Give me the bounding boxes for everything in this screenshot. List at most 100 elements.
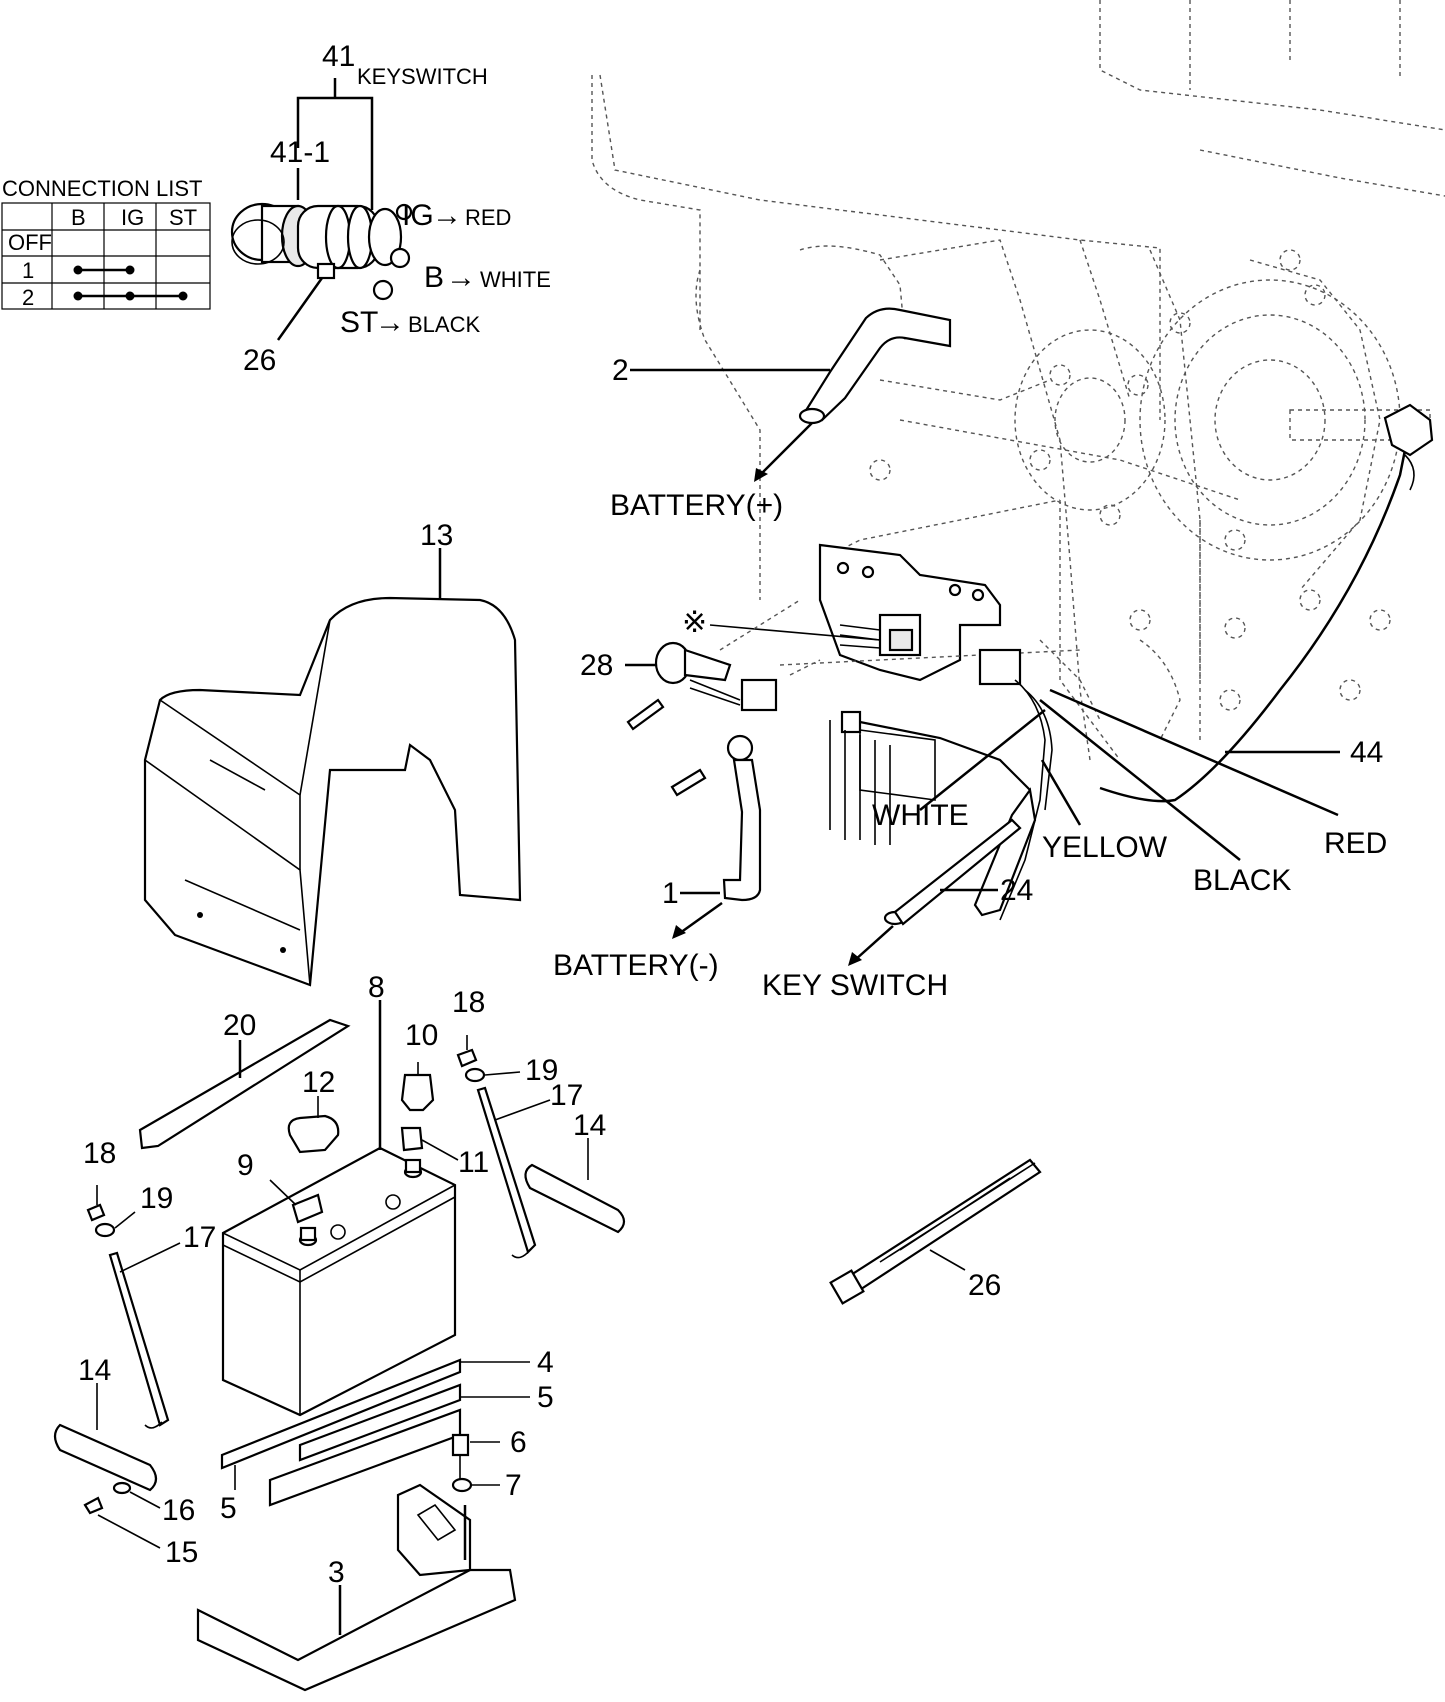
callout-14-left: 14 xyxy=(78,1354,111,1387)
part-7 xyxy=(451,1477,473,1493)
keyswitch-group: 41 KEYSWITCH 41-1 26 IG → RED B → WHITE xyxy=(230,40,551,377)
battery-minus-label: BATTERY(-) xyxy=(553,949,719,982)
part-3 xyxy=(196,1568,517,1692)
callout-17-left: 17 xyxy=(183,1221,216,1254)
part-14-left xyxy=(53,1423,158,1492)
part-18-left xyxy=(86,1203,106,1222)
wire-st-arrow: → xyxy=(375,306,405,339)
part-11 xyxy=(400,1126,424,1152)
part-9 xyxy=(291,1193,324,1224)
engine-outline xyxy=(591,0,1445,761)
part-4 xyxy=(220,1358,462,1470)
callout-6: 6 xyxy=(510,1426,527,1459)
connection-list: CONNECTION LIST B IG ST OFF 1 2 xyxy=(1,176,211,310)
wire-st-label: ST xyxy=(340,306,378,339)
key-switch-label: KEY SWITCH xyxy=(762,969,948,1002)
wire-ig-color: RED xyxy=(465,205,511,230)
callout-28: 28 xyxy=(580,649,613,682)
callout-41-1: 41-1 xyxy=(270,136,330,169)
callout-41: 41 xyxy=(322,40,355,73)
connection-list-title: CONNECTION LIST xyxy=(2,176,202,201)
callout-2: 2 xyxy=(612,354,629,387)
row-label-2: 2 xyxy=(22,285,34,310)
col-header-st: ST xyxy=(169,205,197,230)
part-6 xyxy=(451,1433,470,1457)
callout-26-tie: 26 xyxy=(968,1269,1001,1302)
callout-1: 1 xyxy=(662,877,679,910)
wire-b-arrow: → xyxy=(446,261,476,294)
callout-44: 44 xyxy=(1350,736,1383,769)
callout-10: 10 xyxy=(405,1019,438,1052)
part-16 xyxy=(112,1481,132,1495)
wire-ig-arrow: → xyxy=(432,199,462,232)
callout-16: 16 xyxy=(162,1494,195,1527)
callout-4: 4 xyxy=(537,1346,554,1379)
battery-parts: 20 8 18 10 19 12 17 xyxy=(53,971,626,1692)
wire-ig-label: IG xyxy=(402,199,434,232)
part-17-top xyxy=(476,1086,537,1255)
callout-26-keyswitch: 26 xyxy=(243,344,276,377)
starter-wiring: 2 BATTERY(+) ※ 28 1 BATTERY(-) xyxy=(553,307,1434,1002)
callout-19-left: 19 xyxy=(140,1182,173,1215)
leader-white xyxy=(919,709,1046,811)
callout-5-right: 5 xyxy=(537,1381,554,1414)
callout-24: 24 xyxy=(1000,874,1033,907)
arrow-battery-plus xyxy=(759,422,813,476)
part-18-top xyxy=(456,1048,478,1068)
row-label-off: OFF xyxy=(8,230,52,255)
part-15 xyxy=(83,1496,104,1515)
callout-3: 3 xyxy=(328,1556,345,1589)
callout-18-left: 18 xyxy=(83,1137,116,1170)
keyswitch-title: KEYSWITCH xyxy=(357,64,488,89)
wire-b-color: WHITE xyxy=(480,267,551,292)
battery-cover: 13 xyxy=(143,519,522,987)
callout-20: 20 xyxy=(223,1009,256,1042)
col-header-ig: IG xyxy=(121,205,144,230)
leader-26-keyswitch xyxy=(276,277,324,341)
callout-5-left: 5 xyxy=(220,1492,237,1525)
wire-color-yellow: YELLOW xyxy=(1042,831,1168,864)
wire-color-white: WHITE xyxy=(872,799,969,832)
wire-color-black: BLACK xyxy=(1193,864,1291,897)
keyswitch-drawing xyxy=(230,202,413,301)
callout-13: 13 xyxy=(420,519,453,552)
callout-9: 9 xyxy=(237,1149,254,1182)
part-12 xyxy=(287,1114,340,1154)
harness-connector xyxy=(978,648,1022,686)
part-17-left xyxy=(108,1251,170,1427)
part-20 xyxy=(138,1018,351,1150)
wire-b-label: B xyxy=(424,261,444,294)
cable-tie-strap xyxy=(838,1158,1042,1297)
part-19-left xyxy=(94,1222,116,1238)
cable-1-terminal xyxy=(726,734,754,762)
part-14-top xyxy=(524,1163,626,1234)
cable-1 xyxy=(722,758,762,902)
callout-15: 15 xyxy=(165,1536,198,1569)
cable-24 xyxy=(973,787,1037,917)
callout-12: 12 xyxy=(302,1066,335,1099)
cable-tie: 26 xyxy=(829,1158,1042,1305)
callout-18-top: 18 xyxy=(452,986,485,1019)
col-header-b: B xyxy=(71,205,86,230)
leader-red xyxy=(1049,688,1339,817)
callout-14-top: 14 xyxy=(573,1109,606,1142)
callout-19-top: 19 xyxy=(525,1054,558,1087)
part-19-top xyxy=(464,1067,486,1083)
cable-44-terminal xyxy=(1383,403,1434,457)
leader-26-tie xyxy=(929,1249,966,1271)
battery-plus-label: BATTERY(+) xyxy=(610,489,783,522)
leader-black xyxy=(1039,699,1241,861)
arrow-battery-minus xyxy=(679,901,723,935)
wire-color-red: RED xyxy=(1324,827,1387,860)
leader-yellow xyxy=(1040,759,1082,826)
wire-st-color: BLACK xyxy=(408,312,480,337)
cable-2 xyxy=(803,307,952,422)
callout-8: 8 xyxy=(368,971,385,1004)
part-10 xyxy=(400,1073,435,1112)
callout-11: 11 xyxy=(458,1146,489,1179)
callout-7: 7 xyxy=(505,1469,522,1502)
part-5-left xyxy=(298,1383,462,1462)
row-label-1: 1 xyxy=(22,258,34,283)
special-mark: ※ xyxy=(682,606,707,639)
